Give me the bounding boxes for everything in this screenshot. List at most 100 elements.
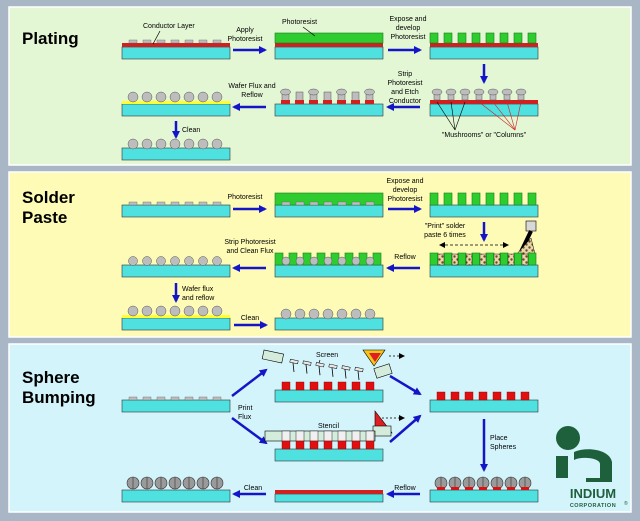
solder-bump xyxy=(351,256,361,266)
mushroom-cap xyxy=(473,88,485,96)
pad xyxy=(128,39,138,44)
flux-deposit xyxy=(309,381,319,391)
mushroom-cap xyxy=(445,88,457,96)
screen-mesh-wire xyxy=(318,366,321,376)
pad xyxy=(128,201,138,206)
indium-logo: INDIUM CORPORATION ® xyxy=(556,426,628,509)
plating-panel xyxy=(8,6,632,166)
screen-mesh-wire xyxy=(344,369,347,379)
resist-post xyxy=(485,32,495,44)
pad xyxy=(170,39,180,44)
sphere-step-fluxed xyxy=(429,391,539,413)
conductor-pointer xyxy=(152,30,161,45)
plating-step-plated xyxy=(429,88,539,117)
screen-label: Screen xyxy=(316,352,338,359)
expose-develop-line1: Expose and xyxy=(390,16,427,23)
pad xyxy=(156,396,166,401)
mushroom-cap xyxy=(431,88,443,96)
resist-post xyxy=(429,252,439,266)
flux-deposit xyxy=(478,391,488,401)
solder-bump xyxy=(323,256,333,266)
print-flux-line1: Print xyxy=(238,405,252,412)
pad xyxy=(142,201,152,206)
resist-post xyxy=(499,192,509,206)
flux-deposit xyxy=(365,381,375,391)
mushrooms-columns-label: "Mushrooms" or "Columns" xyxy=(442,132,527,139)
resist-post xyxy=(429,32,439,44)
flux-deposit xyxy=(521,487,529,490)
resist-post xyxy=(274,252,284,266)
resist-post xyxy=(485,252,495,266)
pointer-line xyxy=(478,101,516,131)
paste-reflow-label: Reflow xyxy=(394,254,416,261)
pad xyxy=(309,201,319,206)
pad xyxy=(184,396,194,401)
pad xyxy=(184,201,194,206)
paste-deposit xyxy=(451,253,459,266)
pointer-line xyxy=(450,101,456,131)
resist-post xyxy=(457,32,467,44)
stencil-aperture xyxy=(309,430,319,442)
column-cap xyxy=(364,88,375,96)
resist-post xyxy=(344,252,354,266)
pad xyxy=(156,39,166,44)
resist-post xyxy=(429,192,439,206)
solder-bump xyxy=(183,138,195,150)
conductor-layer-label: Conductor Layer xyxy=(143,23,195,30)
place-spheres-line1: Place xyxy=(490,435,508,442)
screen-squeegee xyxy=(362,349,393,379)
flux-deposit xyxy=(337,381,347,391)
paste-deposit xyxy=(465,253,473,266)
sphere-step-screen-fluxed xyxy=(274,381,384,403)
solder-bump xyxy=(211,91,223,103)
flux-deposit xyxy=(465,487,473,490)
stencil-aperture xyxy=(351,430,361,442)
paste-expose-line3: Photoresist xyxy=(387,196,422,203)
resist-post xyxy=(471,192,481,206)
plating-step-reflowed xyxy=(121,91,231,117)
logo-dot xyxy=(556,426,580,450)
solder-bump xyxy=(295,256,305,266)
screen-mesh-wire xyxy=(331,367,334,377)
resist-post xyxy=(372,252,382,266)
apply-photoresist-line1: Apply xyxy=(236,27,254,34)
screen-mesh xyxy=(261,349,364,381)
plating-step-conductor xyxy=(121,39,231,60)
resist-post xyxy=(443,32,453,44)
mushroom-cap xyxy=(487,88,499,96)
photoresist-label: Photoresist xyxy=(282,19,317,26)
flux-deposit xyxy=(281,440,291,450)
screen-mesh-wire xyxy=(305,364,308,374)
screen-mesh-cell xyxy=(315,362,325,368)
place-spheres-line2: Spheres xyxy=(490,444,517,451)
mushroom-cap xyxy=(515,88,527,96)
flux-deposit xyxy=(323,381,333,391)
column-cap xyxy=(308,88,319,96)
resist-post xyxy=(302,252,312,266)
resist-post xyxy=(457,192,467,206)
expose-develop-line3: Photoresist xyxy=(390,34,425,41)
solder-bump xyxy=(169,305,181,317)
column-base xyxy=(337,100,346,104)
flux-deposit xyxy=(436,391,446,401)
sphere-bumping-title-line2: Bumping xyxy=(22,388,96,407)
paste-step-stripped xyxy=(121,256,231,278)
plating-step-photoresist xyxy=(274,32,384,60)
resist-post xyxy=(485,192,495,206)
screen-mesh-cell xyxy=(302,360,312,366)
column-base xyxy=(365,100,374,104)
paste-expose-line1: Expose and xyxy=(387,178,424,185)
flux-deposit xyxy=(479,487,487,490)
paste-step-clean xyxy=(274,308,384,331)
paste-deposit xyxy=(493,253,501,266)
resist-post xyxy=(499,252,509,266)
flux-deposit xyxy=(337,440,347,450)
resist-post xyxy=(457,252,467,266)
solder-bump xyxy=(280,308,292,320)
stencil-aperture xyxy=(323,430,333,442)
solder-bump xyxy=(141,305,153,317)
sphere-step-clean xyxy=(121,476,231,503)
solder-bump xyxy=(127,305,139,317)
pad xyxy=(295,201,305,206)
logo-subtitle: CORPORATION xyxy=(570,503,616,509)
